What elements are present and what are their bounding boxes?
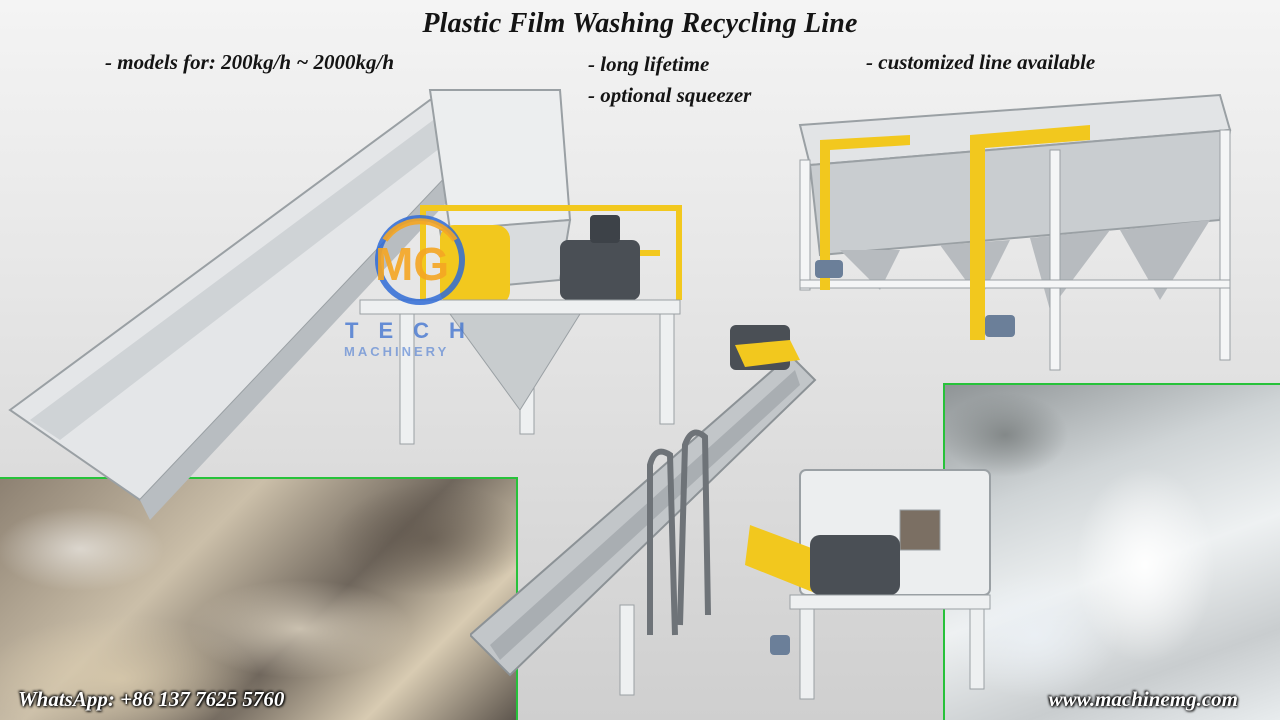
washing-tank-illustration [798,93,1232,371]
squeezer-machine-illustration [470,325,991,700]
feature-lifetime: - long lifetime [588,52,710,76]
feature-squeezer: - optional squeezer [588,83,752,107]
crusher-machine-illustration: MG [8,89,682,520]
website-link[interactable]: www.machinemg.com [1048,687,1238,711]
feature-customized: - customized line available [866,50,1096,74]
logo-machinery-text: MACHINERY [344,344,450,359]
page-title: Plastic Film Washing Recycling Line [422,8,858,39]
feature-models: - models for: 200kg/h ~ 2000kg/h [105,50,395,74]
plastic-film-photo [0,477,518,720]
logo-tech-text: TECH [345,318,485,343]
whatsapp-contact: WhatsApp: +86 137 7625 5760 [18,687,285,711]
logo-mark: MG [375,238,449,290]
clean-film-photo [943,383,1280,720]
